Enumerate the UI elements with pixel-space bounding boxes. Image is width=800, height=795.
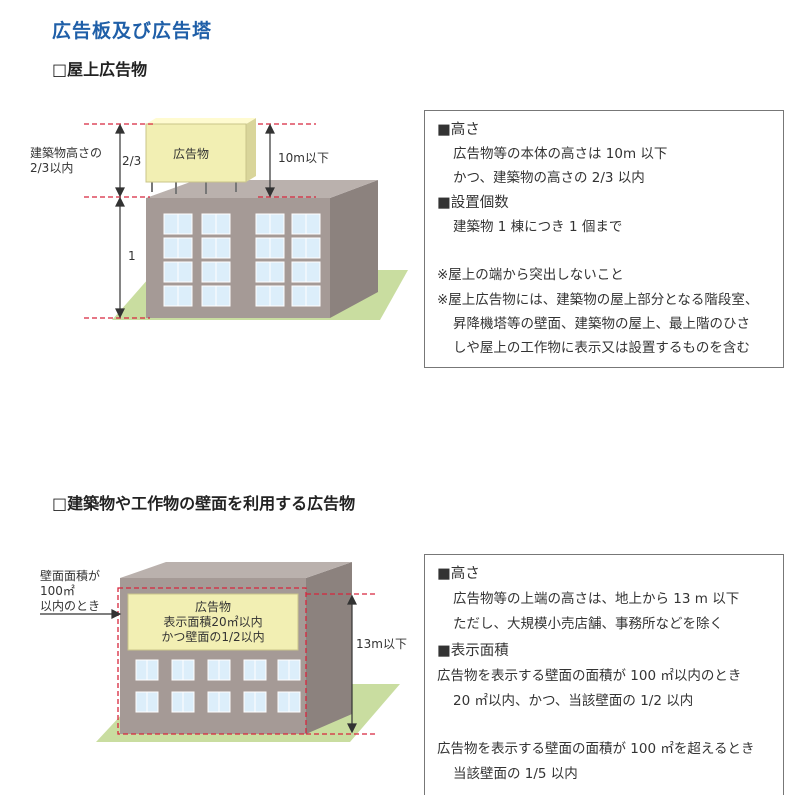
- rooftop-sign: [145, 123, 247, 183]
- info-note2-line3: しや屋上の工作物に表示又は設置するものを含む: [453, 340, 750, 356]
- wall-info-box: ■高さ 広告物等の上端の高さは、地上から 13 m 以下 ただし、大規模小売店舗…: [424, 554, 784, 795]
- wall-sign-line1: 広告物: [194, 600, 231, 614]
- info-count-heading: ■設置個数: [437, 195, 509, 211]
- wall-area-label-line1: 壁面面積が: [40, 569, 101, 583]
- info-height-line2: かつ、建築物の高さの 2/3 以内: [453, 170, 645, 186]
- wall-info-area-line3: 広告物を表示する壁面の面積が 100 ㎡を超えるとき: [437, 741, 755, 757]
- info-count-line1: 建築物 1 棟につき 1 個まで: [453, 219, 623, 235]
- info-height-line1: 広告物等の本体の高さは 10m 以下: [453, 146, 668, 162]
- info-note2-line2: 昇降機塔等の壁面、建築物の屋上、最上階のひさ: [453, 316, 750, 332]
- wall-area-label-line2: 100㎡: [40, 584, 75, 598]
- windows-1: [163, 213, 321, 307]
- wall-info-area-line1: 広告物を表示する壁面の面積が 100 ㎡以内のとき: [437, 668, 742, 684]
- wall-info-area-heading: ■表示面積: [437, 643, 509, 659]
- wall-info-height-heading: ■高さ: [437, 566, 480, 582]
- wall-sign-line2: 表示面積20㎡以内: [163, 615, 263, 629]
- one-label: 1: [128, 249, 136, 263]
- rooftop-info-box: ■高さ 広告物等の本体の高さは 10m 以下 かつ、建築物の高さの 2/3 以内…: [424, 110, 784, 368]
- section-heading-wall: □建築物や工作物の壁面を利用する広告物: [52, 494, 356, 513]
- sign-side-1: [246, 118, 256, 182]
- ratio-label-line1: 建築物高さの: [30, 146, 103, 160]
- sign-top-1: [146, 118, 256, 124]
- info-note1: ※屋上の端から突出しないこと: [437, 267, 624, 283]
- wall-info-area-line4: 当該壁面の 1/5 以内: [453, 766, 578, 782]
- info-height-heading: ■高さ: [437, 122, 480, 138]
- rooftop-height-label: 10m以下: [278, 151, 329, 165]
- fraction-label: 2/3: [122, 154, 142, 168]
- building-side-1: [330, 180, 378, 318]
- wall-area-label-line3: 以内のとき: [40, 599, 101, 613]
- wall-height-label: 13m以下: [356, 637, 407, 651]
- wall-info-area-line2: 20 ㎡以内、かつ、当該壁面の 1/2 以内: [453, 693, 694, 709]
- section-heading-rooftop: □屋上広告物: [52, 60, 148, 79]
- wall-info-height-line2: ただし、大規模小売店舗、事務所などを除く: [453, 616, 723, 632]
- wall-sign-line3: かつ壁面の1/2以内: [161, 630, 265, 644]
- page-title: 広告板及び広告塔: [52, 20, 213, 42]
- wall-info-height-line1: 広告物等の上端の高さは、地上から 13 m 以下: [453, 591, 740, 607]
- info-note2-line1: ※屋上広告物には、建築物の屋上部分となる階段室、: [437, 292, 759, 308]
- rooftop-sign-label: 広告物: [173, 147, 210, 161]
- building-top-1: [146, 180, 378, 198]
- ratio-label-line2: 2/3以内: [30, 161, 74, 175]
